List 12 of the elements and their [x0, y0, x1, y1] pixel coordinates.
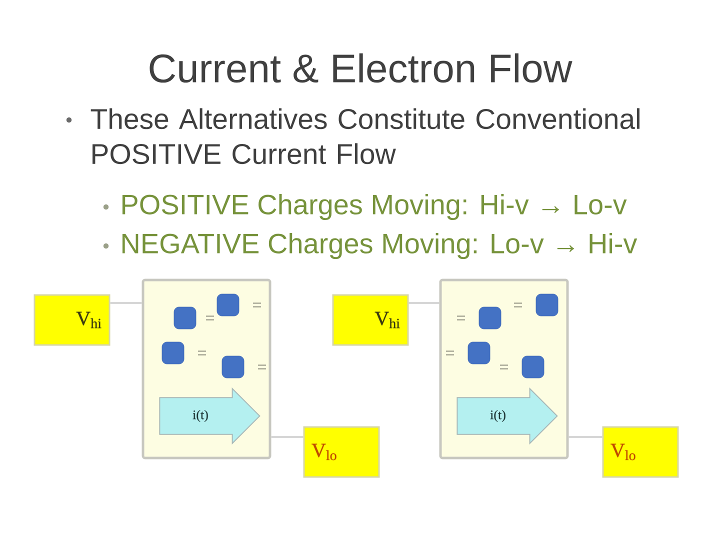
connector-line: [271, 436, 304, 438]
voltage-box: V$_{hi}$: [34, 294, 110, 346]
title: Current & Electron Flow: [150, 53, 572, 83]
connector-line: [568, 436, 602, 438]
voltage-box: V$_{lo}$: [303, 426, 380, 478]
voltage-box: V$_{lo}$: [602, 426, 679, 478]
connector-line: [408, 302, 440, 304]
bullet-text: POSITIVE Charges Moving: Hi-v → Lo-v: [122, 194, 627, 220]
bullet-text: These Alternatives Constitute Conventional POSITIVE Current Flow: [90, 108, 640, 164]
bullet-text: NEGATIVE Charges Moving: Lo-v → Hi-v: [122, 232, 638, 260]
connector-line: [110, 302, 142, 304]
voltage-box: V$_{hi}$: [332, 294, 409, 346]
